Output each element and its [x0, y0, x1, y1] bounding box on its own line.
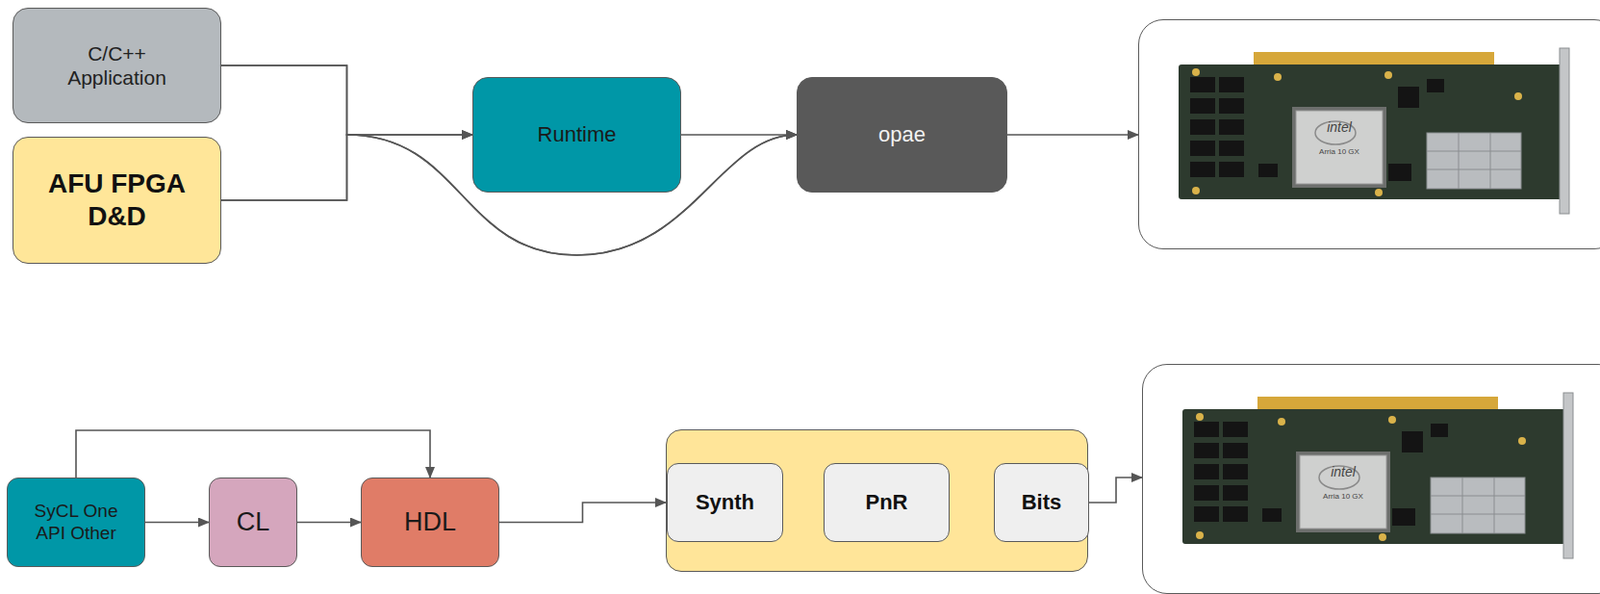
hdl-box: HDL [360, 477, 500, 567]
chip-model: Arria 10 GX [1319, 147, 1360, 157]
node-label: Bits [1021, 489, 1063, 515]
cl-box: CL [208, 477, 298, 567]
fpga-card-illustration [1138, 19, 1600, 250]
runtime-box: Runtime [472, 76, 682, 193]
process-box: Synth [666, 462, 784, 542]
arrow-connector [221, 65, 797, 255]
node-label: opae [878, 122, 926, 148]
chip-model: Arria 10 GX [1322, 491, 1364, 502]
arrow-connector [145, 521, 209, 524]
node-label: C/C++ Application [50, 41, 185, 90]
node-label: PnR [865, 489, 909, 515]
arrow-connector [76, 430, 431, 478]
arrow-connector [1007, 133, 1139, 136]
fpga-card-illustration [1142, 363, 1600, 594]
sycl-box: SyCL One API Other [6, 477, 146, 567]
node-label: HDL [404, 506, 457, 537]
application-box: C/C++ Application [12, 7, 222, 124]
node-label: Synth [695, 489, 755, 515]
fpga-card-box: intelArria 10 GX [1142, 363, 1600, 594]
chip-label: intelArria 10 GX [1295, 110, 1383, 184]
arrow-connector [499, 502, 666, 523]
node-label: Runtime [537, 122, 617, 148]
node-label: SyCL One API Other [32, 500, 120, 545]
chip-label: intelArria 10 GX [1299, 455, 1387, 529]
node-label: AFU FPGA D&D [32, 167, 202, 232]
arrow-connector [297, 521, 361, 524]
arrow-connector [681, 133, 797, 136]
process-box: Bits [993, 462, 1090, 542]
fpga-card-box: intelArria 10 GX [1138, 19, 1600, 250]
toolchain-band: Synth PnR Bits [665, 429, 1089, 572]
chip-logo: intel [1326, 119, 1352, 136]
chip-logo: intel [1330, 463, 1356, 481]
process-box: PnR [823, 462, 950, 542]
arrow-connector [1089, 477, 1143, 503]
afu-box: AFU FPGA D&D [12, 136, 222, 264]
node-label: CL [236, 506, 271, 537]
opae-box: opae [796, 76, 1008, 193]
